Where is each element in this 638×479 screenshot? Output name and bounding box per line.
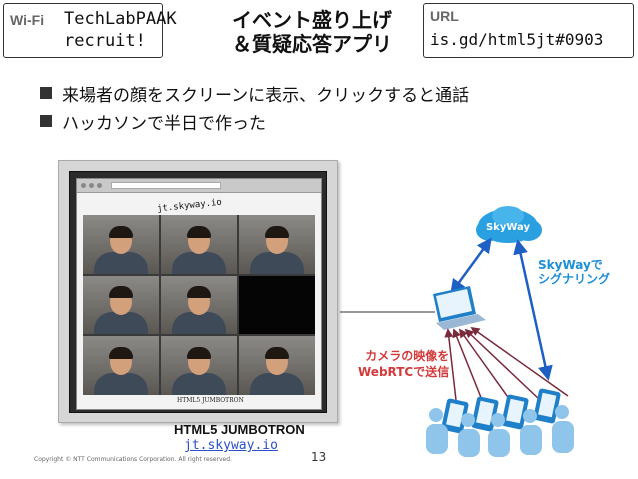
video-tile bbox=[83, 275, 159, 335]
wifi-label: Wi-Fi bbox=[10, 12, 45, 28]
person-torso bbox=[172, 373, 226, 395]
figure-caption-link[interactable]: jt.skyway.io bbox=[184, 438, 278, 453]
bullet-square-icon bbox=[40, 87, 52, 99]
person-torso bbox=[172, 251, 226, 274]
video-tile bbox=[161, 336, 237, 395]
video-arrow bbox=[458, 328, 511, 401]
signal-arrow-laptop bbox=[450, 237, 492, 295]
wifi-info-box: Wi-Fi TechLabPAAK recruit! bbox=[3, 3, 177, 58]
person-hair bbox=[109, 286, 133, 299]
bullet-text: ハッカソンで半日で作った bbox=[62, 113, 266, 134]
video-tile bbox=[239, 215, 315, 274]
person-hair bbox=[265, 346, 289, 359]
slide-title: イベント盛り上げ ＆質疑応答アプリ bbox=[232, 8, 422, 56]
person-hair bbox=[187, 286, 211, 299]
video-tile bbox=[83, 215, 159, 274]
skyway-signaling-label: SkyWayで シグナリング bbox=[538, 258, 610, 286]
audience-devices bbox=[441, 388, 561, 434]
person-torso bbox=[94, 312, 148, 335]
copyright-text: Copyright © NTT Communications Corporati… bbox=[34, 456, 232, 463]
skyway-tag-line1: SkyWayで bbox=[538, 258, 603, 272]
url-info-box: URL is.gd/html5jt#0903 bbox=[423, 3, 634, 58]
window-dot-icon bbox=[81, 183, 86, 188]
person-hair bbox=[109, 346, 133, 359]
video-arrow bbox=[470, 326, 569, 397]
webrtc-diagram: SkyWay bbox=[340, 206, 574, 457]
url-value: is.gd/html5jt#0903 bbox=[430, 30, 604, 49]
signal-arrow-device bbox=[513, 239, 553, 381]
screen-bottom-text: HTML5 JUMBOTRON bbox=[177, 397, 244, 404]
person-torso bbox=[94, 373, 148, 395]
slide-title-line2: ＆質疑応答アプリ bbox=[232, 32, 392, 56]
browser-window: jt.skyway.io HTML5 JUMBOTRON bbox=[76, 178, 322, 410]
video-tile bbox=[161, 215, 237, 274]
screen-bezel: jt.skyway.io HTML5 JUMBOTRON bbox=[69, 171, 327, 413]
video-arrow bbox=[464, 328, 541, 401]
video-tile bbox=[239, 336, 315, 395]
jumbotron-screen-image: jt.skyway.io HTML5 JUMBOTRON bbox=[58, 160, 338, 423]
slide-title-line1: イベント盛り上げ bbox=[232, 8, 392, 32]
camera-tag-line2: WebRTCで送信 bbox=[358, 365, 450, 379]
camera-tag-line1: カメラの映像を bbox=[365, 349, 450, 363]
skyway-cloud-icon: SkyWay bbox=[476, 206, 542, 243]
video-tile-empty bbox=[239, 275, 315, 335]
screen-overlay-text: jt.skyway.io bbox=[156, 197, 223, 215]
bullet-square-icon bbox=[40, 115, 52, 127]
bullet-list: 来場者の顔をスクリーンに表示、クリックすると通話 ハッカソンで半日で作った bbox=[40, 80, 469, 136]
person-hair bbox=[265, 225, 289, 238]
cloud-label: SkyWay bbox=[486, 222, 530, 233]
person-torso bbox=[250, 373, 304, 395]
person-torso bbox=[94, 251, 148, 274]
wifi-ssid-line1: TechLabPAAK bbox=[64, 9, 177, 29]
audience-people-icon bbox=[426, 405, 574, 457]
person-hair bbox=[109, 225, 133, 238]
window-dot-icon bbox=[89, 183, 94, 188]
person-hair bbox=[187, 346, 211, 359]
video-arrow bbox=[452, 328, 483, 401]
url-label: URL bbox=[430, 8, 459, 24]
video-arrow bbox=[444, 328, 457, 401]
video-tile bbox=[161, 275, 237, 335]
video-tile bbox=[83, 336, 159, 395]
camera-webrtc-label: カメラの映像を WebRTCで送信 bbox=[358, 348, 449, 380]
browser-address-bar bbox=[111, 182, 221, 189]
laptop-icon bbox=[433, 286, 486, 330]
figure-caption-title: HTML5 JUMBOTRON bbox=[174, 422, 305, 437]
bullet-text: 来場者の顔をスクリーンに表示、クリックすると通話 bbox=[62, 85, 470, 106]
skyway-tag-line2: シグナリング bbox=[538, 272, 611, 286]
wifi-ssid-line2: recruit! bbox=[64, 31, 146, 51]
window-dot-icon bbox=[97, 183, 102, 188]
bullet-item: 来場者の顔をスクリーンに表示、クリックすると通話 bbox=[40, 80, 469, 106]
person-hair bbox=[187, 225, 211, 238]
page-number: 13 bbox=[311, 450, 327, 464]
browser-toolbar bbox=[77, 179, 321, 193]
person-torso bbox=[172, 312, 226, 335]
video-grid bbox=[83, 215, 315, 395]
bullet-item: ハッカソンで半日で作った bbox=[40, 108, 469, 134]
person-torso bbox=[250, 251, 304, 274]
